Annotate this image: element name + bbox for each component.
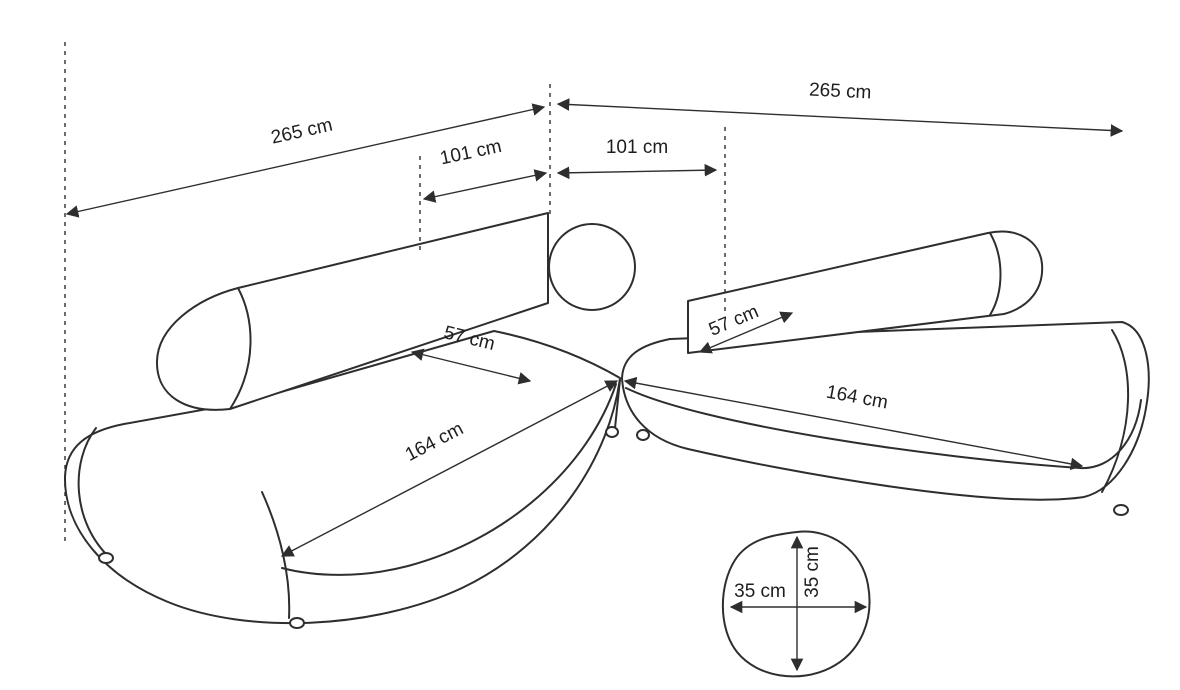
dim-arrow-overall-left — [65, 103, 546, 218]
sofa-foot — [605, 426, 619, 438]
sofa-foot — [1113, 504, 1129, 516]
right-back-cushion-cap-seam — [989, 232, 1002, 316]
sofa-foot — [636, 429, 650, 441]
dim-label-overall-right: 265 cm — [809, 80, 872, 104]
dim-label-overall-left: 265 cm — [269, 115, 334, 149]
sofa-foot — [98, 552, 114, 564]
dim-arrow-seat-right — [623, 376, 1084, 471]
dim-arrow-overall-right — [556, 98, 1124, 137]
dim-arrow-depth-left — [410, 348, 532, 385]
dim-arrow-corner-left — [422, 169, 548, 203]
dim-arrow-depth-right — [698, 311, 794, 354]
corner-round-pillow — [548, 223, 636, 311]
dim-arrow-corner-right — [556, 163, 718, 180]
left-back-cushion-cap-seam — [229, 287, 252, 410]
dim-label-pillow-height: 35 cm — [802, 546, 823, 598]
dim-label-pillow-width: 35 cm — [734, 581, 786, 602]
left-seat-end-seam — [77, 427, 111, 559]
round-pillow-detail — [721, 530, 871, 678]
right-seat-end-seam — [1101, 329, 1130, 493]
sofa-foot — [289, 617, 305, 629]
dim-arrow-seat-left — [280, 380, 619, 557]
dim-label-corner-right: 101 cm — [606, 137, 668, 158]
dim-label-corner-left: 101 cm — [438, 136, 503, 169]
left-seat-outline — [63, 330, 621, 625]
sofa-drawing — [63, 212, 1150, 678]
left-back-cushion — [155, 212, 549, 411]
